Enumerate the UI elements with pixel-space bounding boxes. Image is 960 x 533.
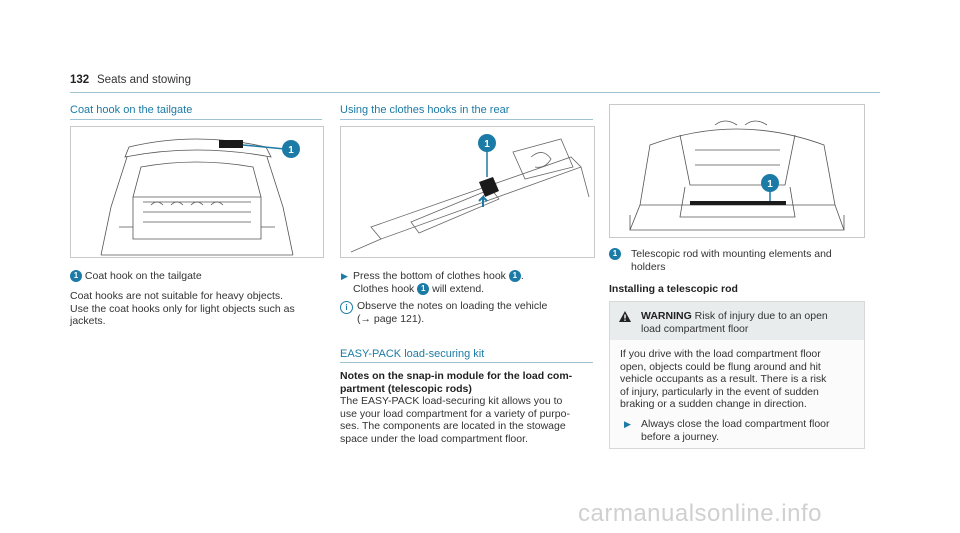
install-rod-heading: Installing a telescopic rod: [609, 283, 738, 295]
body-line: open, objects could be flung around and …: [620, 360, 821, 373]
page-number: 132: [70, 74, 90, 86]
body-line: use your load compartment for a variety …: [340, 407, 570, 420]
warning-label: WARNING: [641, 310, 692, 322]
caption-text: Coat hook on the tailgate: [84, 270, 202, 282]
tailgate-illustration: 1: [100, 138, 300, 256]
load-compartment-figure: 1: [609, 104, 865, 238]
header-rule: [70, 92, 880, 93]
easy-pack-body: The EASY-PACK load-securing kit allows y…: [340, 395, 570, 445]
body-line: jackets.: [70, 315, 106, 327]
coat-hook-heading: Coat hook on the tailgate: [70, 104, 193, 116]
coat-hook-rule: [70, 119, 322, 120]
warning-action: ▶ Always close the load compartment floo…: [624, 418, 830, 443]
body-line: ses. The components are located in the s…: [340, 420, 566, 432]
note: i Observe the notes on loading the vehic…: [340, 300, 548, 325]
tailgate-figure: 1: [70, 126, 324, 258]
coat-hook-body: Coat hooks are not suitable for heavy ob…: [70, 290, 295, 328]
note-page-link[interactable]: (→ page 121).: [357, 312, 425, 325]
coat-hook-highlight: [219, 140, 243, 148]
step-text-2a: Clothes hook: [353, 282, 415, 295]
note-line: Observe the notes on loading the vehicle: [357, 300, 548, 312]
clothes-hooks-heading: Using the clothes hooks in the rear: [340, 104, 510, 116]
step-1: ▶ Press the bottom of clothes hook 1. Cl…: [341, 270, 524, 295]
body-line: The EASY-PACK load-securing kit allows y…: [340, 395, 563, 407]
callout-badge-1: 1: [70, 270, 82, 283]
clothes-hook-highlight: [479, 177, 499, 197]
warning-title: WARNING Risk of injury due to an open lo…: [641, 310, 828, 335]
easy-pack-subheading: Notes on the snap-in module for the load…: [340, 370, 573, 395]
body-line: of injury, particularly in the event of …: [620, 385, 819, 398]
step-text-2b: will extend.: [432, 282, 485, 295]
clothes-hook-figure: 1: [340, 126, 595, 258]
warning-triangle-icon: [619, 311, 631, 322]
callout-1-circle: [282, 140, 300, 158]
callout-1-label: 1: [288, 145, 294, 156]
easy-pack-rule: [340, 362, 593, 363]
step-text: Press the bottom of clothes hook: [353, 270, 506, 282]
svg-text:1: 1: [484, 139, 490, 150]
callout-badge-1: 1: [417, 282, 430, 295]
warning-body: If you drive with the load compartment f…: [620, 348, 826, 411]
body-line: vehicle occupants as a result. There is …: [620, 373, 827, 385]
section-title: Seats and stowing: [97, 74, 191, 86]
body-line: space under the load compartment floor.: [340, 432, 528, 445]
telescopic-rod-caption: 1 Telescopic rod with mounting elements …: [609, 248, 832, 273]
clothes-hooks-rule: [340, 119, 593, 120]
body-line: If you drive with the load compartment f…: [620, 348, 821, 360]
watermark: carmanualsonline.info: [578, 500, 822, 527]
info-icon: i: [340, 301, 353, 314]
clothes-hook-illustration: 1: [350, 134, 590, 253]
step-arrow-icon: ▶: [341, 271, 348, 281]
warning-box: WARNING Risk of injury due to an open lo…: [609, 301, 865, 449]
telescopic-rod-highlight: [690, 201, 786, 205]
callout-badge-1: 1: [508, 270, 521, 283]
callout-badge-1: 1: [609, 248, 621, 260]
body-line: Coat hooks are not suitable for heavy ob…: [70, 290, 284, 302]
load-compartment-illustration: 1: [629, 120, 845, 231]
body-line: Use the coat hooks only for light object…: [70, 302, 295, 315]
warning-header: [610, 302, 864, 340]
body-line: braking or a sudden change in direction.: [620, 398, 807, 410]
easy-pack-heading: EASY-PACK load-securing kit: [340, 348, 485, 360]
coat-hook-caption: 1 Coat hook on the tailgate: [70, 270, 202, 283]
step-arrow-icon: ▶: [624, 419, 631, 429]
svg-text:1: 1: [767, 179, 773, 190]
